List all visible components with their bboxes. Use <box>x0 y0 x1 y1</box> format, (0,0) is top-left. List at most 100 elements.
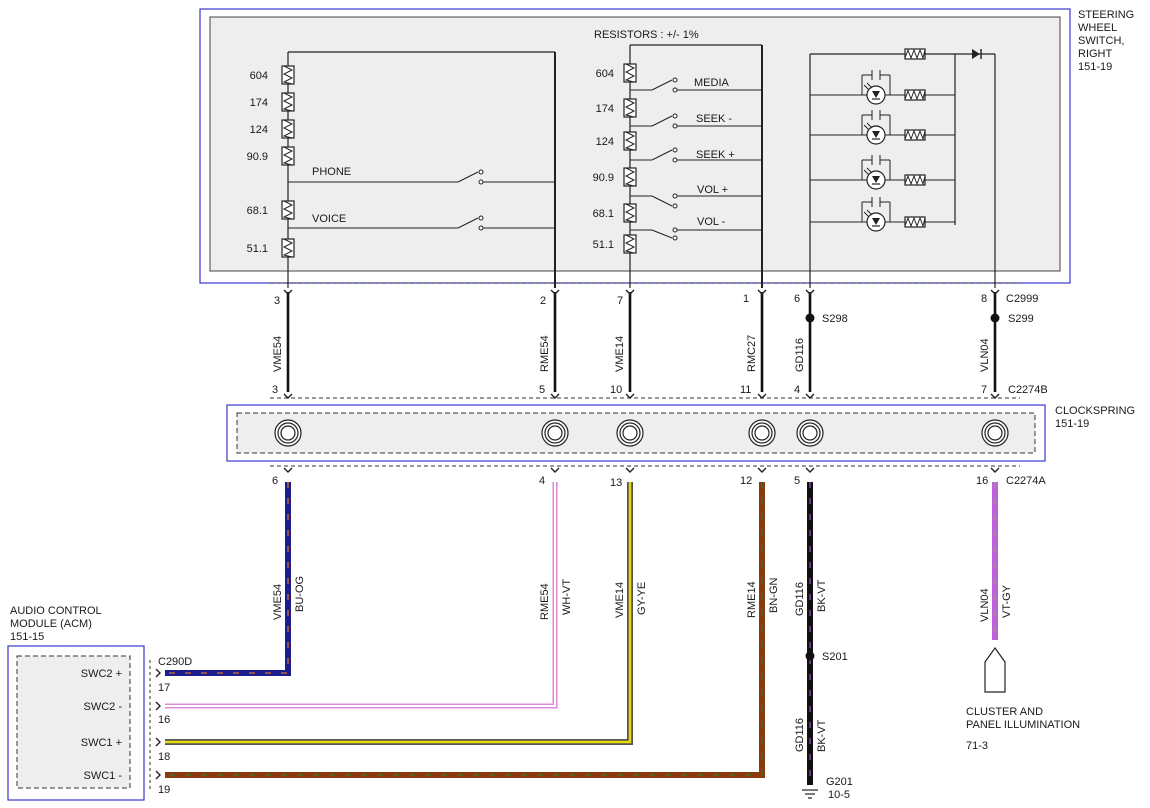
pin-number: 5 <box>539 384 545 396</box>
circuit-label: GD116 <box>794 338 806 372</box>
splice-label: S298 <box>822 313 848 325</box>
media-switch-label: MEDIA <box>694 77 730 89</box>
acm-pin-number: 19 <box>158 784 170 796</box>
swsr-title-line: SWITCH, <box>1078 35 1124 47</box>
right-res-value: 51.1 <box>593 239 614 251</box>
cluster-title-line: CLUSTER AND <box>966 706 1043 718</box>
pin-number: 16 <box>976 475 988 487</box>
left-res-value: 51.1 <box>247 243 268 255</box>
upper-harness: 3 2 7 1 6 8 C2999 S298 S299 VME54 RME54 … <box>270 289 1048 399</box>
pin-number: 6 <box>794 293 800 305</box>
splice-s299 <box>990 313 1000 323</box>
seek-minus-switch-label: SEEK - <box>696 113 732 125</box>
right-res-value: 174 <box>596 103 614 115</box>
circuit-label: VLN04 <box>979 338 991 372</box>
right-res-value: 90.9 <box>593 172 614 184</box>
audio-control-module: AUDIO CONTROL MODULE (ACM) 151-15 SWC2 +… <box>7 605 192 801</box>
connector-c2999: C2999 <box>1006 293 1038 305</box>
pin-number: 12 <box>740 475 752 487</box>
steering-wheel-switch: 604 174 124 90.9 68.1 51.1 PHONE VOICE <box>199 8 1134 288</box>
swsr-ref: 151-19 <box>1078 61 1112 73</box>
right-res-value: 604 <box>596 68 614 80</box>
pin-number: 4 <box>794 384 800 396</box>
wire-color-label: BU-OG <box>294 576 306 612</box>
pin-number: 7 <box>981 384 987 396</box>
acm-title-line: AUDIO CONTROL <box>10 605 102 617</box>
pin-number: 3 <box>274 295 280 307</box>
clockspring-title: CLOCKSPRING <box>1055 405 1135 417</box>
clockspring: CLOCKSPRING 151-19 <box>226 404 1135 462</box>
ground-ref: 10-5 <box>828 789 850 801</box>
wire-color-label: VT-GY <box>1001 584 1013 618</box>
acm-title-line: MODULE (ACM) <box>10 618 92 630</box>
circuit-label: RME54 <box>539 583 551 620</box>
acm-pin-label: SWC1 + <box>81 737 122 749</box>
circuit-label: VME54 <box>272 584 284 620</box>
acm-pin-number: 16 <box>158 714 170 726</box>
wire-bn-gn <box>165 482 765 778</box>
wire-color-label: BN-GN <box>768 578 780 614</box>
left-res-value: 124 <box>250 124 268 136</box>
seek-plus-switch-label: SEEK + <box>696 149 735 161</box>
wire-color-label: WH-VT <box>561 579 573 615</box>
cluster-title-line: PANEL ILLUMINATION <box>966 719 1080 731</box>
voice-switch-label: VOICE <box>312 213 346 225</box>
pin-number: 5 <box>794 475 800 487</box>
pin-number: 2 <box>540 295 546 307</box>
ground-name: G201 <box>826 776 853 788</box>
pin-number: 11 <box>740 384 751 396</box>
swsr-title-line: WHEEL <box>1078 22 1117 34</box>
connector-c2274a: C2274A <box>1006 475 1046 487</box>
circuit-label: RME54 <box>539 335 551 372</box>
acm-pin-label: SWC2 + <box>81 668 122 680</box>
circuit-label: GD116 <box>794 718 806 752</box>
vol-minus-switch-label: VOL - <box>697 216 726 228</box>
circuit-label: VME14 <box>614 336 626 372</box>
pin-number: 3 <box>272 384 278 396</box>
phone-switch-label: PHONE <box>312 166 351 178</box>
pin-number: 8 <box>981 293 987 305</box>
swsr-title-line: STEERING <box>1078 9 1134 21</box>
acm-ref: 151-15 <box>10 631 44 643</box>
right-res-value: 68.1 <box>593 208 614 220</box>
circuit-label: VME14 <box>614 582 626 618</box>
pin-number: 6 <box>272 475 278 487</box>
circuit-label: VLN04 <box>979 588 991 622</box>
acm-pin-number: 18 <box>158 751 170 763</box>
acm-pin-label: SWC1 - <box>84 770 123 782</box>
wire-color-label: BK-VT <box>816 579 828 612</box>
circuit-label: RMC27 <box>746 335 758 372</box>
circuit-label: GD116 <box>794 582 806 616</box>
lower-harness: 6 4 13 12 5 16 C2274A VME54 BU-OG RME54 … <box>165 465 1080 801</box>
splice-s298 <box>805 313 815 323</box>
pin-number: 10 <box>610 384 622 396</box>
acm-pin-number: 17 <box>158 682 170 694</box>
wire-color-label: GY-YE <box>636 582 648 615</box>
pin-number: 1 <box>743 293 749 305</box>
splice-s201 <box>805 651 815 661</box>
splice-label: S201 <box>822 651 848 663</box>
cluster-connection-arrow <box>984 646 1006 693</box>
circuit-label: VME54 <box>272 336 284 372</box>
cluster-ref: 71-3 <box>966 740 988 752</box>
wire-bu-og <box>165 482 291 676</box>
right-res-value: 124 <box>596 136 614 148</box>
splice-label: S299 <box>1008 313 1034 325</box>
pin-number: 13 <box>610 477 622 489</box>
connector-c290d: C290D <box>158 656 192 668</box>
clockspring-ref: 151-19 <box>1055 418 1089 430</box>
circuit-label: RME14 <box>746 581 758 618</box>
acm-pin-label: SWC2 - <box>84 701 123 713</box>
pin-number: 4 <box>539 475 545 487</box>
wire-color-label: BK-VT <box>816 719 828 752</box>
pin-number: 7 <box>617 295 623 307</box>
left-res-value: 90.9 <box>247 151 268 163</box>
left-res-value: 174 <box>250 97 268 109</box>
resistor-tolerance-note: RESISTORS : +/- 1% <box>594 29 699 41</box>
left-res-value: 68.1 <box>247 205 268 217</box>
left-res-value: 604 <box>250 70 268 82</box>
vol-plus-switch-label: VOL + <box>697 184 728 196</box>
swsr-title-line: RIGHT <box>1078 48 1113 60</box>
